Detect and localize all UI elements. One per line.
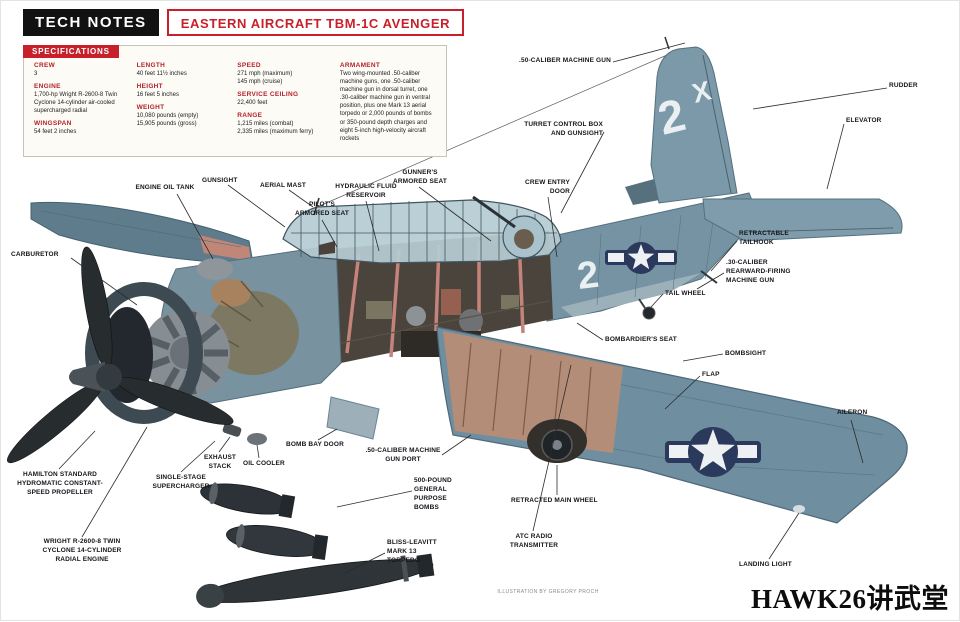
torpedo (196, 553, 435, 608)
propeller (7, 246, 234, 464)
callout-30cal-machine-gun: .30-CALIBER REARWARD-FIRING MACHINE GUN (726, 259, 791, 285)
callout-engine-oil-tank: ENGINE OIL TANK (135, 184, 195, 191)
callout-pilots-armored-seat: PILOT'S ARMORED SEAT (294, 201, 350, 218)
callout-aerial-mast: AERIAL MAST (260, 182, 306, 189)
spec-crew: CREW 3 (34, 62, 56, 77)
leader-lines (58, 42, 888, 574)
dorsal-turret (313, 195, 546, 259)
callout-aileron: AILERON (837, 409, 868, 416)
specifications-heading: SPECIFICATIONS (23, 45, 119, 58)
fuselage-number: 2 (575, 254, 601, 298)
specifications-panel: SPECIFICATIONS CREW 3 ENGINE 1,700-hp Wr… (23, 45, 447, 157)
landing-light (793, 505, 805, 513)
spec-engine: ENGINE 1,700-hp Wright R-2600-8 Twin Cyc… (34, 83, 118, 115)
spec-service-ceiling: SERVICE CEILING 22,400 feet (237, 91, 299, 107)
callout-mark13-torpedo: BLISS-LEAVITT MARK 13 TORPEDO (387, 539, 437, 565)
header: TECH NOTES EASTERN AIRCRAFT TBM-1C AVENG… (23, 9, 465, 36)
callout-machine-gun-port: .50-CALIBER MACHINE GUN PORT (365, 447, 441, 464)
spec-length: LENGTH 40 feet 11½ inches (136, 62, 187, 77)
callout-elevator: ELEVATOR (846, 117, 882, 124)
callout-hydraulic-fluid-reservoir: HYDRAULIC FLUID RESERVOIR (335, 183, 397, 200)
left-wing (30, 201, 254, 264)
callout-gunners-armored-seat: GUNNER'S ARMORED SEAT (392, 169, 448, 186)
callout-rudder: RUDDER (889, 82, 918, 89)
spec-weight: WEIGHT 10,080 pounds (empty) 15,905 poun… (136, 104, 199, 128)
bomb-bay-door (326, 396, 380, 440)
callout-bomb-bay-door: BOMB BAY DOOR (286, 441, 344, 448)
callout-flap: FLAP (702, 371, 720, 378)
callout-exhaust-stack: EXHAUST STACK (203, 454, 237, 471)
wing-insignia (665, 427, 761, 477)
callout-retracted-main-wheel: RETRACTED MAIN WHEEL (511, 497, 598, 504)
page-title: EASTERN AIRCRAFT TBM-1C AVENGER (166, 9, 465, 36)
right-wing (436, 326, 908, 524)
tech-notes-badge: TECH NOTES (23, 9, 159, 36)
callout-50cal-machine-gun: .50-CALIBER MACHINE GUN (519, 57, 611, 64)
callout-supercharger: SINGLE-STAGE SUPERCHARGER (152, 474, 210, 491)
mid-fuselage-cutaway (331, 231, 553, 363)
right-stabilizer (702, 198, 903, 242)
watermark: HAWK26讲武堂 (750, 584, 949, 614)
aerial-mast (313, 197, 320, 216)
callout-landing-light: LANDING LIGHT (739, 561, 792, 568)
callout-radial-engine: WRIGHT R-2600-8 TWIN CYCLONE 14-CYLINDER… (42, 538, 122, 564)
callout-retractable-tailhook: RETRACTABLE TAILHOOK (739, 230, 789, 247)
tail-fin: 2 X (650, 36, 738, 204)
illustration-credit: ILLUSTRATION BY GREGORY PROCH (497, 589, 599, 595)
callout-bombsight: BOMBSIGHT (725, 350, 767, 357)
callout-carburetor: CARBURETOR (11, 251, 59, 258)
callout-oil-cooler: OIL COOLER (243, 460, 285, 467)
spec-speed: SPEED 271 mph (maximum) 145 mph (cruise) (237, 62, 293, 86)
callout-tail-wheel: TAIL WHEEL (665, 290, 706, 297)
callout-propeller: HAMILTON STANDARD HYDROMATIC CONSTANT- S… (17, 471, 103, 497)
spec-height: HEIGHT 16 feet 5 inches (136, 83, 179, 99)
bombs (200, 482, 329, 560)
fuselage-insignia (605, 242, 677, 274)
callout-atc-radio-transmitter: ATC RADIO TRANSMITTER (509, 533, 559, 550)
callout-bombardiers-seat: BOMBARDIER'S SEAT (605, 336, 677, 343)
cockpit-canopy (282, 199, 562, 264)
turret-machine-gun (472, 195, 516, 229)
aerial-wire (316, 54, 668, 208)
callout-gp-bombs: 500-POUND GENERAL PURPOSE BOMBS (414, 477, 452, 512)
engine-cowling (85, 282, 230, 424)
spec-armament: ARMAMENT Two wing-mounted .50-caliber ma… (339, 62, 432, 142)
callout-turret-control-box: TURRET CONTROL BOX AND GUNSIGHT (524, 121, 603, 138)
spec-range: RANGE 1,215 miles (combat) 2,335 miles (… (237, 112, 314, 136)
callout-gunsight: GUNSIGHT (202, 177, 238, 184)
spec-wingspan: WINGSPAN 54 feet 2 inches (34, 120, 77, 136)
callout-crew-entry-door: CREW ENTRY DOOR (525, 179, 570, 196)
